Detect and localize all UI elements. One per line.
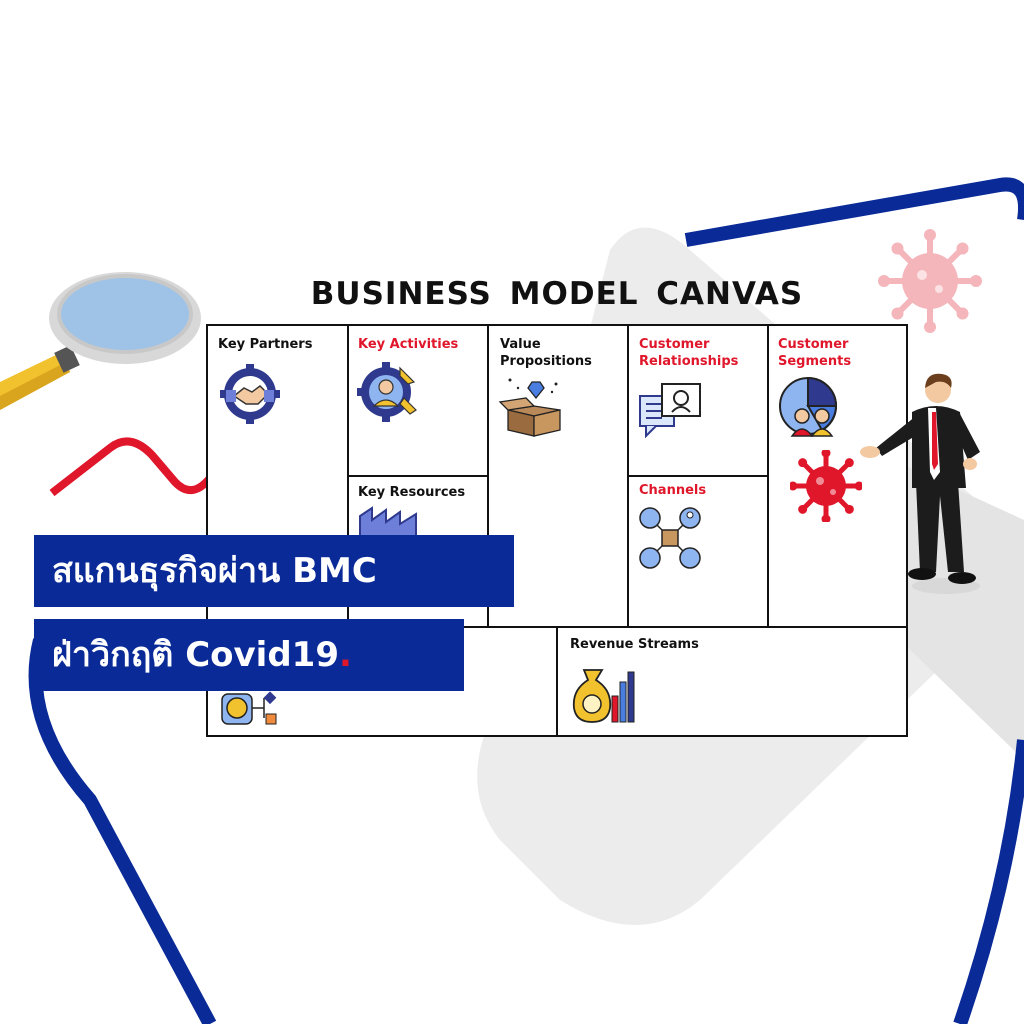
label-revenue-streams: Revenue Streams: [570, 637, 699, 652]
gift-box-diamond-icon: [498, 378, 561, 437]
label-customer-segments: Customer Segments: [778, 337, 852, 369]
label-channels: Channels: [639, 483, 707, 498]
money-bag-chart-icon: [572, 669, 635, 723]
label-customer-relationships: Customer Relationships: [639, 337, 739, 369]
label-key-resources: Key Resources: [358, 485, 466, 500]
navy-curve-right: [953, 739, 1024, 1024]
worker-gear-icon: [357, 362, 417, 422]
customer-pie-people-icon: [779, 376, 838, 437]
factory-icon: [359, 506, 417, 540]
canvas-title: BUSINESS MODEL CANVAS: [310, 276, 804, 312]
headline-banner-2: ฝ่าวิกฤติ Covid19.: [34, 619, 464, 691]
red-trend-line: [49, 412, 279, 497]
businessman-presenter-icon: [860, 373, 980, 594]
virus-icon-top: [878, 229, 982, 333]
label-key-partners: Key Partners: [218, 337, 313, 352]
headline-banner-1: สแกนธุรกิจผ่าน BMC: [34, 535, 514, 607]
label-value-propositions: Value Propositions: [500, 337, 592, 369]
virus-icon-red: [790, 450, 862, 522]
navy-curve-top: [684, 177, 1024, 247]
headline-line-2: ฝ่าวิกฤติ Covid19: [52, 635, 339, 675]
handshake-gear-icon: [220, 364, 280, 424]
navy-curve-left: [28, 638, 217, 1024]
chat-support-icon: [639, 383, 701, 439]
money-flow-icon: [221, 691, 277, 725]
label-key-activities: Key Activities: [358, 337, 459, 352]
headline-dot: .: [338, 635, 352, 675]
headline-line-1: สแกนธุรกิจผ่าน BMC: [52, 551, 377, 591]
magnifier-icon: [0, 272, 201, 410]
channels-network-icon: [639, 507, 701, 569]
